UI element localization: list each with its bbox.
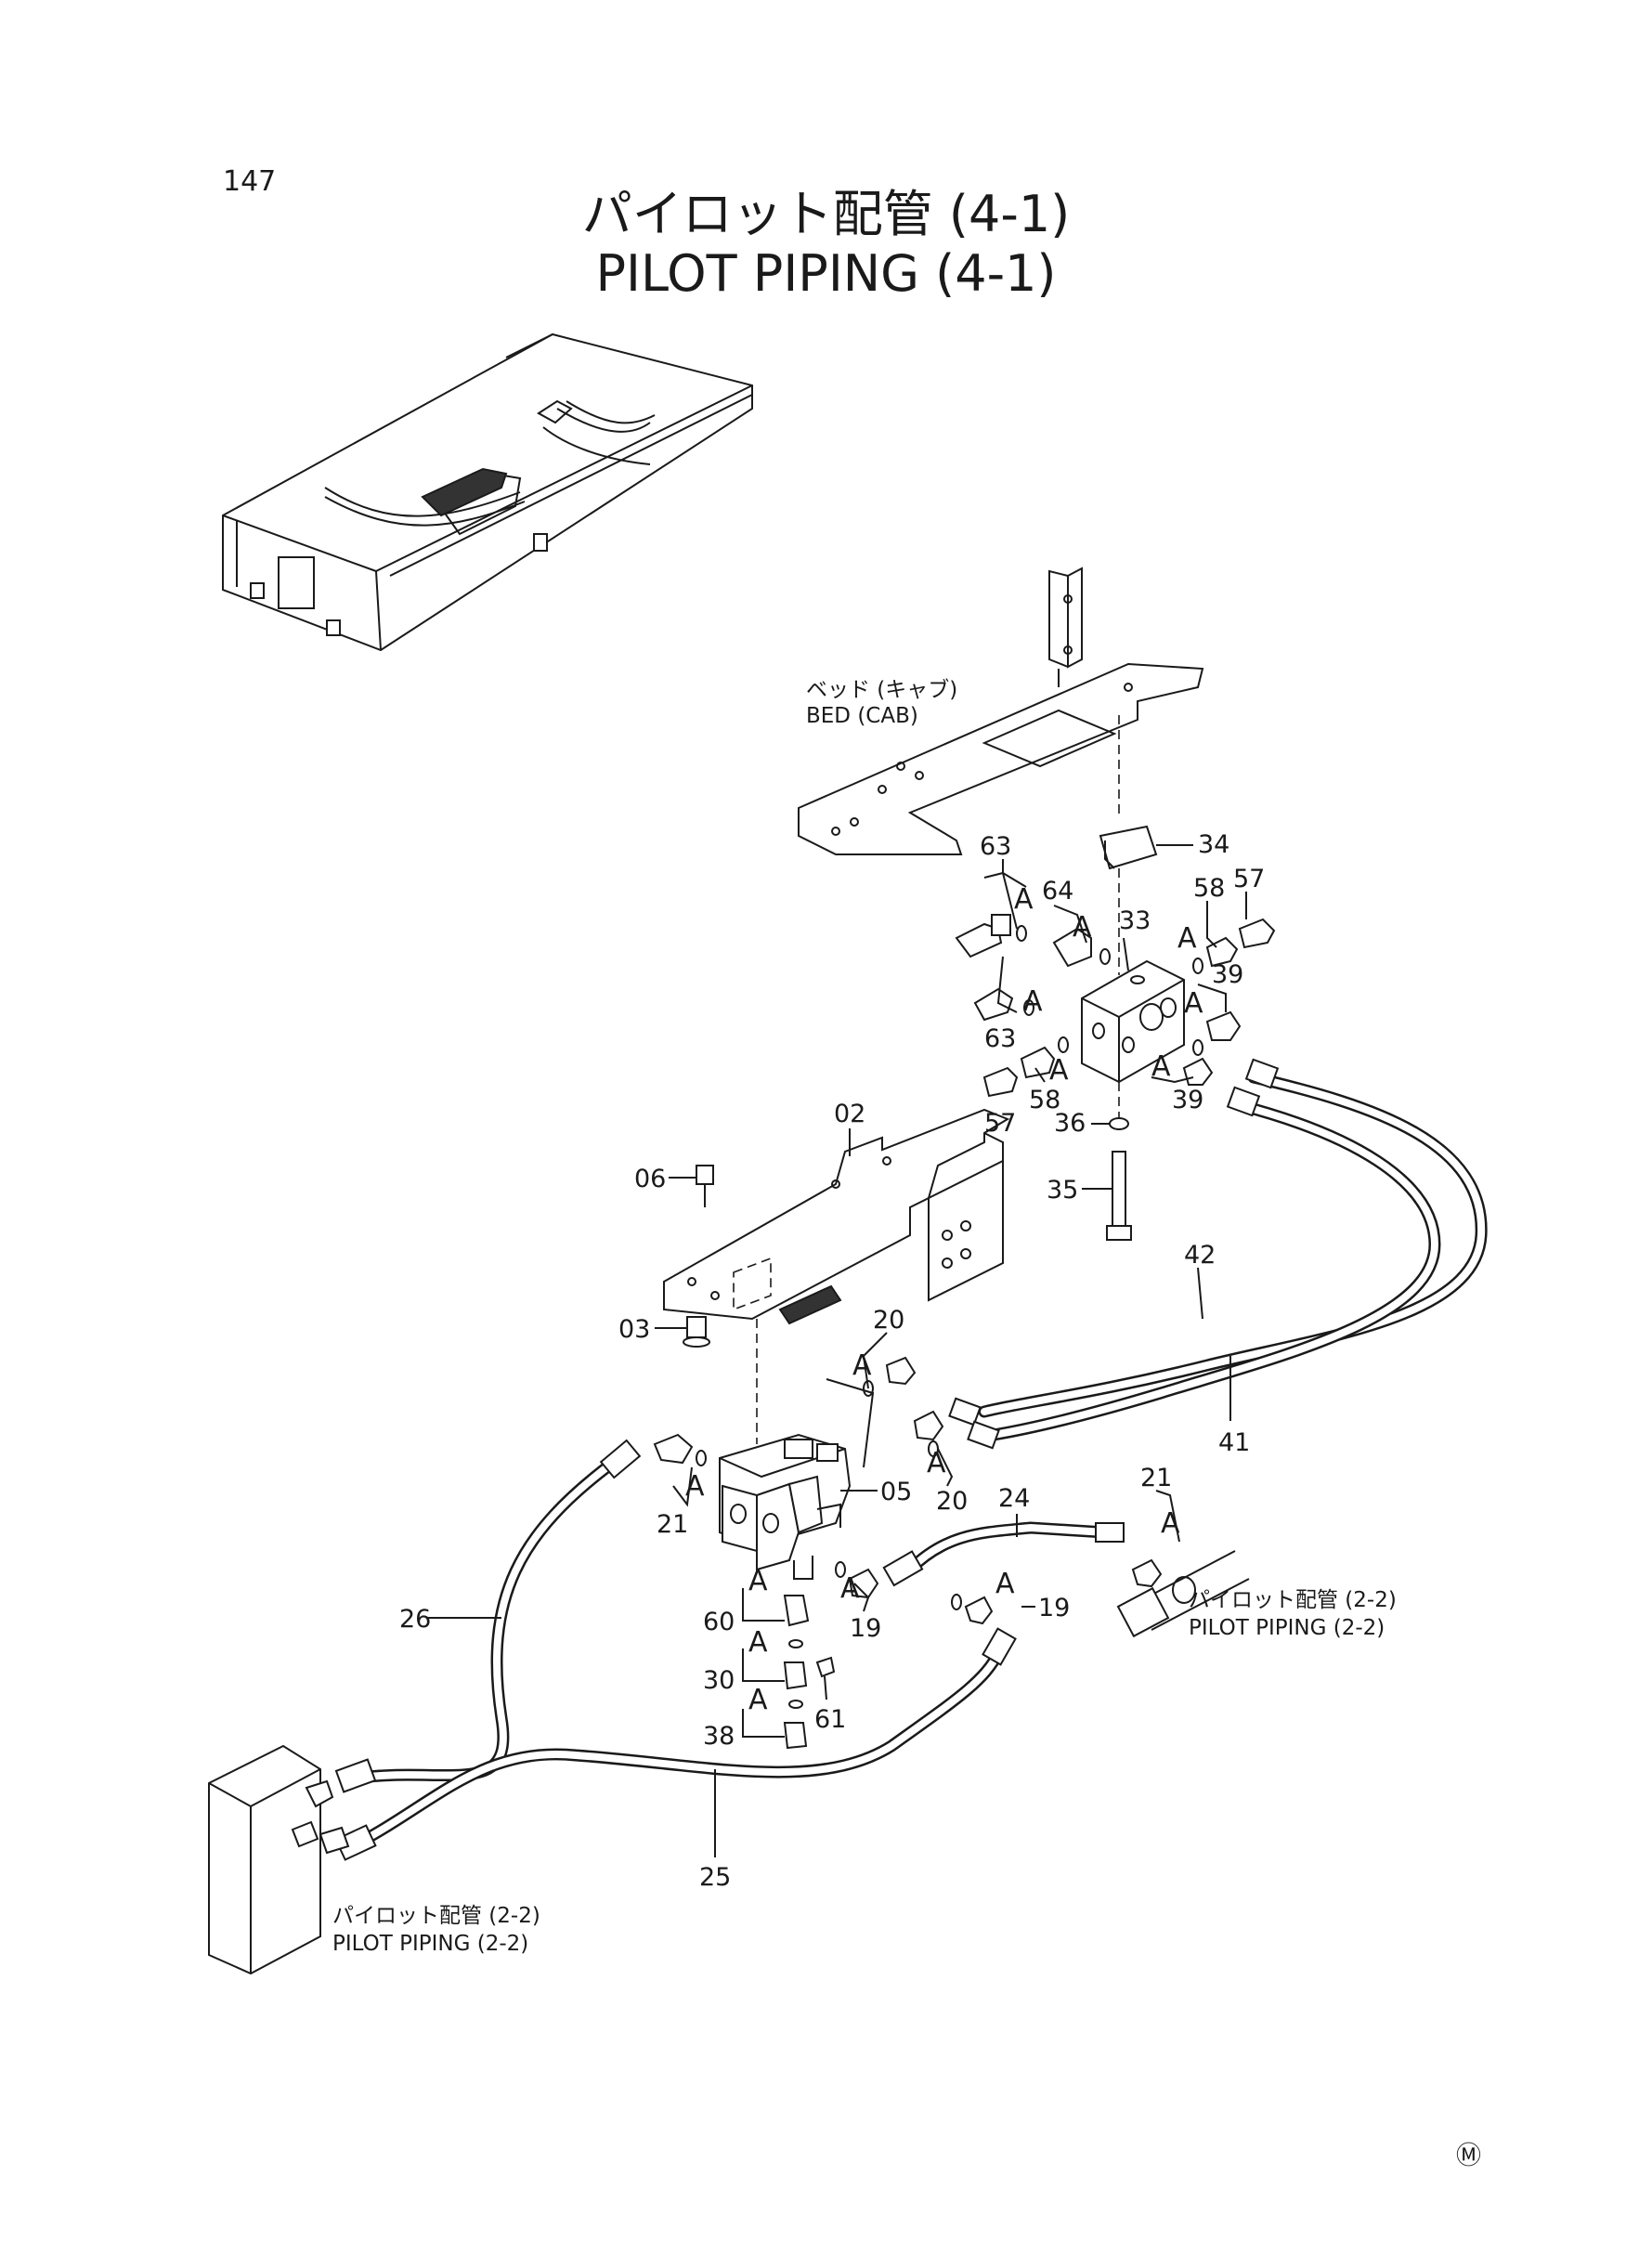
part-21-left: 21	[657, 1510, 688, 1539]
part-05: 05	[880, 1478, 912, 1506]
bed-cab-plate	[798, 567, 1204, 855]
bracket-34	[1099, 825, 1158, 975]
section-a: A	[748, 1626, 768, 1659]
part-42: 42	[1184, 1241, 1216, 1270]
inset-frame-view	[222, 332, 753, 652]
part-20-upper: 20	[873, 1306, 904, 1335]
block-fittings	[955, 914, 1276, 1241]
page-title-japanese: パイロット配管 (4-1)	[581, 185, 1071, 243]
bed-label-en: BED (CAB)	[806, 704, 918, 728]
section-a: A	[1177, 922, 1197, 955]
part-64: 64	[1042, 877, 1073, 905]
part-58-lower: 58	[1029, 1086, 1060, 1114]
section-a: A	[1151, 1050, 1171, 1083]
section-a: A	[1023, 985, 1043, 1018]
section-a: A	[995, 1568, 1015, 1600]
part-63: 63	[980, 832, 1011, 861]
part-34: 34	[1198, 830, 1229, 859]
valve-assembly-05	[719, 1378, 875, 1580]
section-a: A	[1049, 1054, 1069, 1087]
part-35: 35	[1047, 1176, 1078, 1205]
m-mark: Ⓜ	[1456, 2142, 1481, 2170]
part-33: 33	[1119, 906, 1151, 935]
mounting-plate-02	[663, 1108, 1010, 1444]
part-19-right: 19	[1038, 1594, 1070, 1622]
ref-right-en: PILOT PIPING (2-2)	[1189, 1616, 1385, 1640]
part-25: 25	[699, 1863, 731, 1892]
page-title-english: PILOT PIPING (4-1)	[595, 244, 1057, 303]
part-58: 58	[1193, 874, 1225, 903]
manifold-block-33	[1081, 959, 1185, 1124]
page-number: 147	[223, 165, 277, 198]
part-20-lower: 20	[936, 1487, 968, 1516]
ref-left-ja: パイロット配管 (2-2)	[332, 1904, 540, 1928]
pilot-box-left	[208, 1744, 350, 1975]
ref-left-en: PILOT PIPING (2-2)	[332, 1932, 528, 1956]
part-06: 06	[634, 1165, 666, 1193]
section-a: A	[927, 1447, 946, 1479]
part-38: 38	[703, 1722, 735, 1751]
part-39: 39	[1212, 960, 1243, 989]
part-03: 03	[618, 1315, 650, 1344]
part-02: 02	[834, 1100, 865, 1128]
part-19-left: 19	[850, 1614, 881, 1643]
part-24: 24	[998, 1484, 1030, 1513]
part-57-lower: 57	[984, 1109, 1016, 1138]
part-30: 30	[703, 1666, 735, 1695]
part-26: 26	[399, 1605, 431, 1634]
ref-right-ja: パイロット配管 (2-2)	[1189, 1588, 1397, 1612]
leader-lines	[427, 844, 1247, 1857]
valve-fittings	[653, 1356, 1196, 1750]
section-a: A	[1161, 1507, 1180, 1540]
hoses	[334, 1058, 1488, 1861]
part-36: 36	[1054, 1109, 1086, 1138]
pilot-pipe-right	[1116, 1550, 1250, 1638]
section-a: A	[1184, 987, 1203, 1020]
callout-labels: ベッド (キャブ) BED (CAB) 63 64 34 33 58 57 39…	[332, 678, 1481, 2170]
part-61: 61	[814, 1705, 846, 1734]
part-57: 57	[1233, 865, 1265, 893]
part-60: 60	[703, 1608, 735, 1636]
part-39-lower: 39	[1172, 1086, 1203, 1114]
section-a: A	[1073, 911, 1092, 944]
part-41: 41	[1218, 1428, 1250, 1457]
section-a: A	[852, 1349, 872, 1382]
part-63-lower: 63	[984, 1024, 1016, 1053]
part-21-right: 21	[1140, 1464, 1172, 1492]
bed-label-ja: ベッド (キャブ)	[806, 678, 957, 702]
section-a: A	[840, 1572, 860, 1605]
section-a: A	[685, 1470, 705, 1503]
section-a: A	[748, 1684, 768, 1716]
section-a: A	[1014, 883, 1034, 916]
section-a: A	[748, 1565, 768, 1597]
